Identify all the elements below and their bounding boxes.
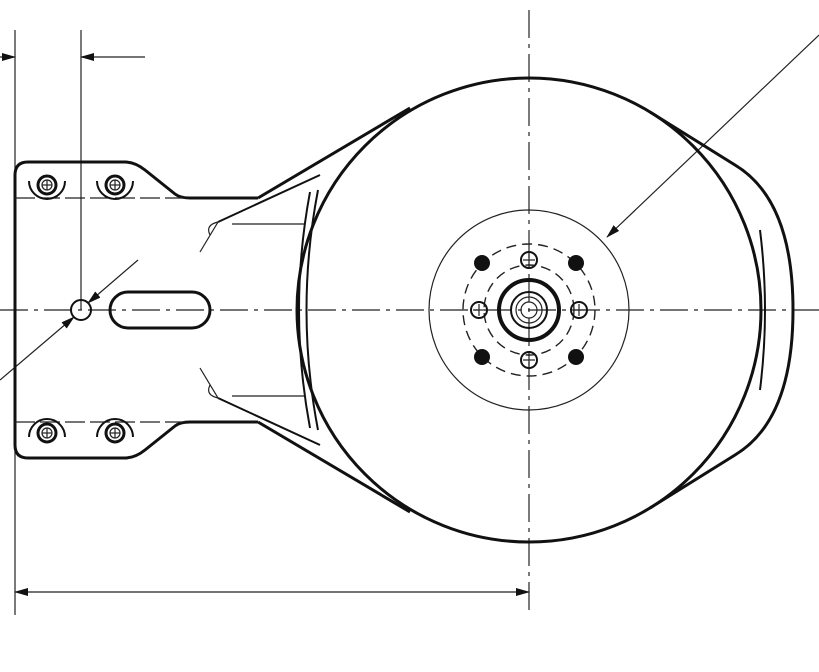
web-transitions	[15, 106, 411, 514]
slot	[108, 290, 212, 330]
housing-rim	[298, 189, 319, 431]
small-hole	[70, 299, 92, 321]
mounting-plate-outline	[13, 160, 258, 460]
leader-lines	[0, 34, 819, 381]
hub-bolt-holes	[470, 251, 588, 369]
housing-rear-lobe	[649, 110, 795, 510]
plate-bolt-holes	[28, 174, 134, 444]
rear-edge	[759, 229, 766, 391]
housing-disc	[295, 76, 763, 544]
